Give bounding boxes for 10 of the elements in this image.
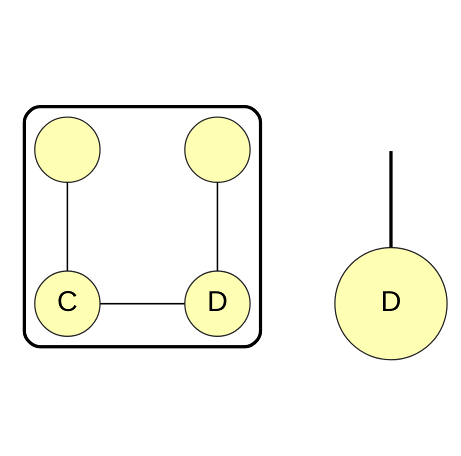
connector xyxy=(100,302,184,304)
connector xyxy=(389,151,393,248)
node-circle: D xyxy=(334,246,448,360)
connector xyxy=(66,182,68,272)
node-circle: C xyxy=(34,270,101,337)
node-circle: D xyxy=(184,270,251,337)
node-circle xyxy=(184,116,251,183)
connector xyxy=(216,182,218,272)
node-circle xyxy=(34,116,101,183)
cluster xyxy=(22,105,262,348)
